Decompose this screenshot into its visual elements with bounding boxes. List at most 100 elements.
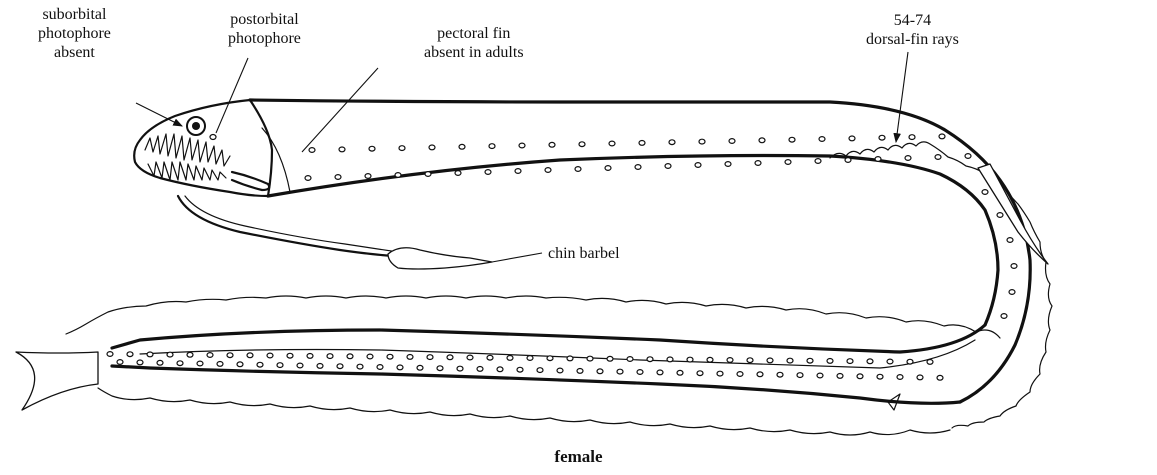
photophore bbox=[727, 358, 733, 363]
tail-mid-edge bbox=[112, 366, 960, 403]
photophore bbox=[667, 357, 673, 362]
photophore bbox=[875, 157, 881, 162]
photophore bbox=[327, 354, 333, 359]
photophore bbox=[427, 355, 433, 360]
photophore bbox=[549, 142, 555, 147]
photophore bbox=[527, 356, 533, 361]
photophore bbox=[547, 356, 553, 361]
photophore bbox=[489, 144, 495, 149]
photophore bbox=[339, 147, 345, 152]
photophore bbox=[587, 356, 593, 361]
photophore bbox=[147, 352, 153, 357]
photophore bbox=[695, 163, 701, 168]
photophore bbox=[697, 371, 703, 376]
body-ventral-edge bbox=[268, 156, 998, 326]
photophore bbox=[857, 374, 863, 379]
photophore bbox=[849, 136, 855, 141]
photophore bbox=[287, 353, 293, 358]
photophore bbox=[447, 355, 453, 360]
photophore bbox=[789, 137, 795, 142]
photophore bbox=[247, 353, 253, 358]
lower-jaw bbox=[232, 172, 269, 190]
photophore bbox=[982, 190, 988, 195]
photophore bbox=[397, 365, 403, 370]
photophore bbox=[337, 364, 343, 369]
photophore bbox=[579, 142, 585, 147]
photophore bbox=[369, 146, 375, 151]
photophore bbox=[605, 166, 611, 171]
photophore bbox=[609, 141, 615, 146]
photophore bbox=[787, 358, 793, 363]
figure-caption: female bbox=[0, 447, 1157, 467]
photophore bbox=[905, 156, 911, 161]
photophore bbox=[517, 367, 523, 372]
photophore bbox=[877, 374, 883, 379]
photophore bbox=[127, 352, 133, 357]
photophore bbox=[137, 360, 143, 365]
caudal-fin bbox=[16, 352, 98, 410]
label-dorsal-fin-rays: 54-74 dorsal-fin rays bbox=[866, 11, 959, 49]
photophore bbox=[1009, 290, 1015, 295]
upper-teeth bbox=[145, 134, 230, 166]
photophore bbox=[277, 363, 283, 368]
tail-upper-edge bbox=[112, 325, 985, 352]
photophore bbox=[407, 355, 413, 360]
photophore bbox=[377, 365, 383, 370]
photophore bbox=[429, 145, 435, 150]
pelvic-fin bbox=[978, 164, 1048, 264]
photophore bbox=[897, 375, 903, 380]
postorbital-leader bbox=[216, 58, 248, 133]
photophore bbox=[1011, 264, 1017, 269]
photophore bbox=[879, 135, 885, 140]
photophore bbox=[347, 354, 353, 359]
photophore bbox=[307, 354, 313, 359]
photophore bbox=[227, 353, 233, 358]
label-pectoral-fin: pectoral fin absent in adults bbox=[424, 24, 524, 62]
photophore bbox=[267, 353, 273, 358]
photophore bbox=[669, 140, 675, 145]
photophore bbox=[387, 354, 393, 359]
pectoral-leader bbox=[302, 68, 378, 152]
photophore bbox=[455, 171, 461, 176]
photophore bbox=[777, 372, 783, 377]
dorsal-leader bbox=[896, 52, 908, 142]
photophore bbox=[1007, 238, 1013, 243]
photophore bbox=[965, 154, 971, 159]
photophore bbox=[117, 360, 123, 365]
photophore bbox=[309, 148, 315, 153]
photophore bbox=[757, 372, 763, 377]
photophore bbox=[107, 352, 113, 357]
photophore bbox=[507, 356, 513, 361]
label-postorbital-photophore: postorbital photophore bbox=[228, 10, 301, 48]
photophore bbox=[257, 362, 263, 367]
photophore bbox=[887, 359, 893, 364]
photophore bbox=[597, 369, 603, 374]
photophore bbox=[927, 360, 933, 365]
photophore bbox=[395, 173, 401, 178]
photophore bbox=[335, 175, 341, 180]
photophore bbox=[537, 368, 543, 373]
photophore bbox=[357, 364, 363, 369]
photophore bbox=[157, 360, 163, 365]
photophore bbox=[917, 375, 923, 380]
photophore bbox=[845, 158, 851, 163]
photophore bbox=[457, 366, 463, 371]
photophore bbox=[747, 358, 753, 363]
tail-dorsal-frill bbox=[66, 296, 1000, 338]
photophore bbox=[477, 367, 483, 372]
photophore bbox=[557, 368, 563, 373]
photophore bbox=[637, 370, 643, 375]
photophore bbox=[297, 363, 303, 368]
photophore bbox=[847, 359, 853, 364]
photophore bbox=[815, 159, 821, 164]
photophore bbox=[437, 366, 443, 371]
photophore bbox=[729, 139, 735, 144]
photophore bbox=[737, 372, 743, 377]
photophore bbox=[665, 164, 671, 169]
photophore bbox=[575, 167, 581, 172]
photophore bbox=[617, 369, 623, 374]
photophore bbox=[607, 356, 613, 361]
photophore bbox=[797, 373, 803, 378]
label-suborbital-photophore: suborbital photophore absent bbox=[38, 5, 111, 62]
photophore bbox=[459, 144, 465, 149]
